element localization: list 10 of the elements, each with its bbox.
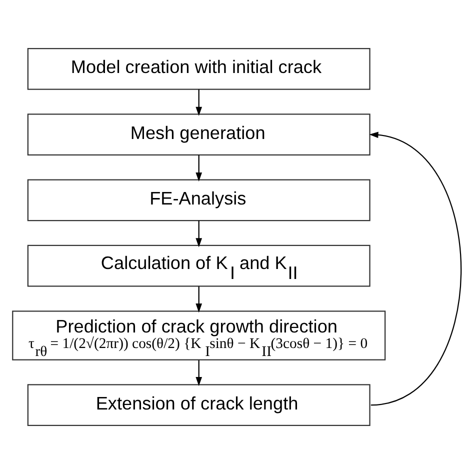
arrow (369, 132, 462, 406)
node-box: FE-Analysis (27, 179, 370, 222)
node-box: Extension of crack length (27, 384, 370, 426)
arrow (196, 89, 202, 116)
arrow (196, 155, 202, 182)
arrow (196, 360, 202, 386)
arrow (196, 220, 202, 248)
node-box: Mesh generation (27, 114, 370, 156)
node-box: Model creation with initial crack (27, 48, 370, 90)
arrow (196, 286, 202, 313)
